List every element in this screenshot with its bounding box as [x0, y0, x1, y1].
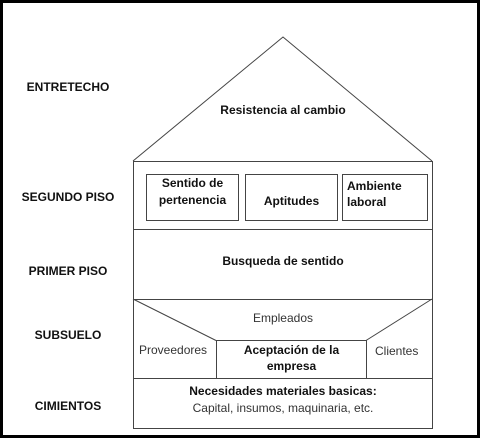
first-floor-text: Busqueda de sentido [222, 254, 344, 268]
house-body [133, 161, 433, 429]
foundation-subtitle: Capital, insumos, maquinaria, etc. [192, 401, 374, 415]
box-aceptacion-empresa [216, 340, 367, 379]
basement-aceptacion-line2: empresa [266, 359, 317, 373]
level-entretecho: ENTRETECHO [26, 80, 110, 94]
basement-proveedores: Proveedores [139, 343, 208, 357]
basement-empleados: Empleados [252, 311, 314, 325]
box-sentido-line2: pertenencia [158, 193, 227, 207]
basement-diagonal-left [132, 298, 217, 341]
basement-diagonal-right [365, 298, 433, 341]
box-aptitudes-text: Aptitudes [263, 194, 320, 208]
foundation-title: Necesidades materiales basicas: [189, 384, 377, 398]
level-primer-piso: PRIMER PISO [28, 264, 108, 278]
roof-text: Resistencia al cambio [220, 103, 346, 117]
box-ambiente-line1: Ambiente [347, 179, 402, 193]
box-ambiente-line2: laboral [347, 195, 387, 209]
level-segundo-piso: SEGUNDO PISO [21, 190, 115, 204]
box-aptitudes [245, 174, 338, 221]
basement-aceptacion-line1: Aceptación de la [243, 343, 340, 357]
level-subsuelo: SUBSUELO [34, 328, 102, 342]
box-sentido-line1: Sentido de [161, 176, 224, 190]
basement-clientes: Clientes [375, 344, 419, 358]
box-sentido-pertenencia [146, 174, 239, 221]
roof-outline [132, 36, 433, 162]
level-cimientos: CIMIENTOS [34, 399, 102, 413]
box-ambiente-laboral [342, 174, 428, 221]
